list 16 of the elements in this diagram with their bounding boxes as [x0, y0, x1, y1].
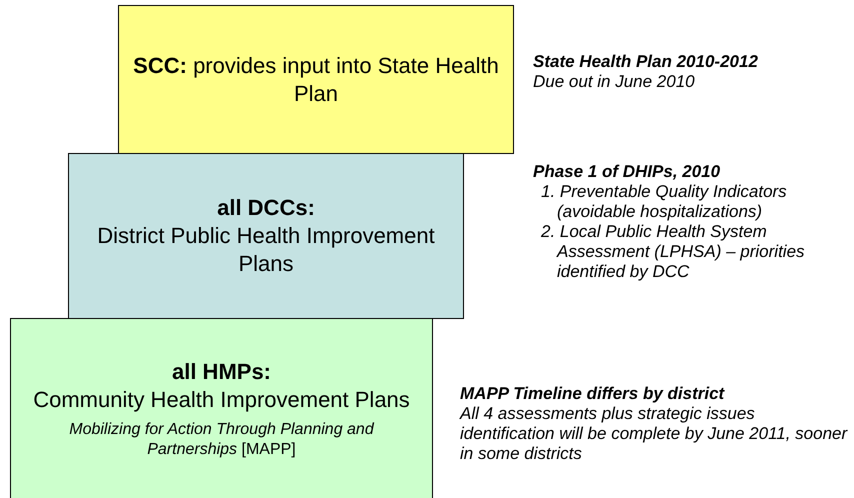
- body-text: Community Health Improvement Plans: [33, 386, 410, 414]
- plan-box: [118, 5, 514, 154]
- plan-box: [68, 153, 464, 319]
- note-heading: State Health Plan 2010-2012: [533, 52, 759, 72]
- note-heading: MAPP Timeline differs by district: [460, 384, 726, 404]
- note-text: 1. Preventable Quality Indicators (avoidable hospitalizations): [541, 182, 788, 222]
- subtitle-text: Mobilizing for Action Through Planning and Partnerships [MAPP]: [68, 420, 376, 460]
- note-heading: Phase 1 of DHIPs, 2010: [533, 162, 722, 182]
- note-text: 2. Local Public Health System Assessment (LPHSA) – priorities identified by DCC: [541, 222, 806, 282]
- note-text: Due out in June 2010: [533, 72, 696, 92]
- plan-box: [10, 318, 433, 498]
- heading-text: all HMPs:: [172, 358, 272, 386]
- box-text: SCC: provides input into State Health Plan: [133, 52, 499, 108]
- heading-text: all DCCs:: [217, 194, 315, 222]
- body-text: District Public Health Improvement Plans: [96, 222, 436, 278]
- note-text: All 4 assessments plus strategic issues identification will be complete by June 2011, sooner in some districts: [460, 404, 849, 464]
